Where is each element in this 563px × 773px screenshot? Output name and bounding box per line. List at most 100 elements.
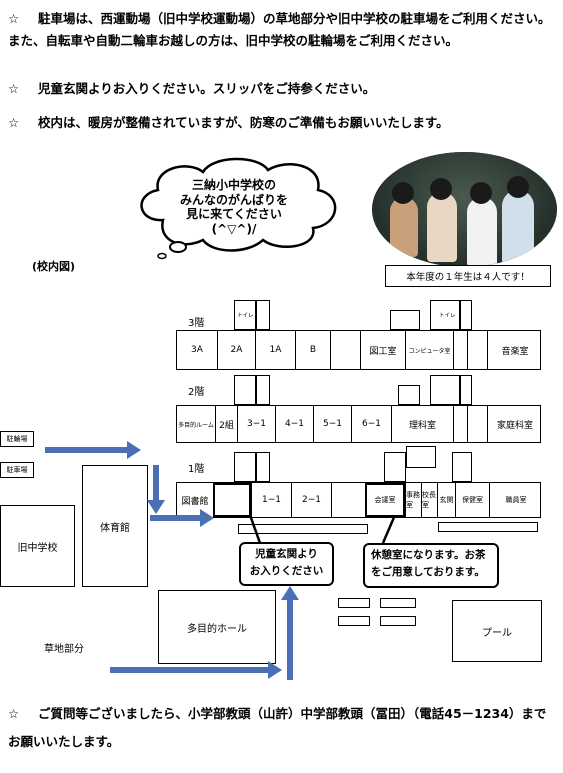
grass-area: 草地部分 (44, 644, 84, 655)
pool: プール (452, 600, 542, 662)
star-icon: ☆ (8, 11, 20, 26)
floor1-corridor: 図書館 1−1 2−1 会議室 事務室 校長室 玄関 保健室 職員室 (176, 482, 541, 518)
star-icon: ☆ (8, 81, 20, 96)
shoe-box-2 (438, 522, 538, 532)
room-3a: 3A (191, 345, 203, 355)
room-2-1: 2−1 (291, 483, 331, 517)
old-junior-high: 旧中学校 (0, 505, 75, 587)
room-homeec: 家庭科室 (487, 406, 542, 442)
stairs-1f-b (452, 452, 472, 482)
notice-text: 校内は、暖房が整備されていますが、防寒のご準備もお願いいたします。 (38, 115, 449, 130)
floor2-corridor: 多目的ルーム 2組 3−1 4−1 5−1 6−1 理科室 家庭科室 (176, 405, 541, 443)
callout-entrance: 児童玄関より お入りください (239, 542, 334, 586)
arrowhead-icon (127, 441, 141, 459)
stairs-3f (256, 300, 270, 330)
cloud-line: (^▽^)/ (211, 221, 257, 236)
room-3f-blank (330, 331, 360, 369)
room-3f-c (467, 331, 487, 369)
floor1-label: 1階 (188, 464, 205, 475)
small-box-1 (338, 598, 370, 608)
floor3-corridor: 3A 2A 1A B 図工室 コンピュータ室 音楽室 (176, 330, 541, 370)
stairs-1f (256, 452, 270, 482)
arrow-down (153, 465, 159, 503)
cloud-line: 三納小中学校の (191, 178, 276, 192)
arrow-right-top (45, 447, 131, 453)
bike-parking: 駐輪場 (0, 431, 34, 447)
notice-entrance: ☆ 児童玄関よりお入りください。スリッパをご持参ください。 (8, 78, 556, 100)
room-nurse: 保健室 (455, 483, 489, 517)
cloud-bubble (140, 157, 337, 260)
room-3f-a (453, 331, 467, 369)
cloud-line: 見に来てください (186, 207, 282, 221)
room-entrance (213, 483, 251, 517)
room-meeting: 会議室 (365, 483, 405, 517)
room-2f-c (467, 406, 487, 442)
notice-text: 駐車場は、西運動場（旧中学校運動場）の草地部分や旧中学校の駐車場をご利用ください… (8, 11, 551, 48)
parking-small: 駐車場 (0, 462, 34, 478)
toilet-2f (234, 375, 256, 405)
stairs-2f (256, 375, 270, 405)
star-icon: ☆ (8, 115, 20, 130)
toilet-1f (234, 452, 256, 482)
small-box-2 (380, 598, 416, 608)
room-3-1: 3−1 (237, 406, 275, 442)
room-science: 理科室 (391, 406, 453, 442)
notice-text: 児童玄関よりお入りください。スリッパをご持参ください。 (38, 81, 376, 96)
room-genkan: 玄関 (437, 483, 455, 517)
multipurpose-hall: 多目的ホール (158, 590, 276, 664)
floor2-label: 2階 (188, 387, 205, 398)
arrow-up (287, 600, 293, 680)
cloud-line: みんなのがんばりを (179, 192, 288, 207)
photo-caption: 本年度の１年生は４人です！ (385, 265, 551, 287)
arrow-right-bottom (110, 667, 270, 673)
small-box-4 (380, 616, 416, 626)
arrowhead-icon (147, 500, 165, 514)
room-5-1: 5−1 (313, 406, 351, 442)
map-title: (校内図) (32, 260, 76, 273)
notice-contact: ☆ご質問等ございましたら、小学部教頭（山許）中学部教頭（冨田）（電話45－123… (8, 700, 556, 756)
arrowhead-icon (200, 509, 214, 527)
room-1-1: 1−1 (251, 483, 291, 517)
callout-pointer (248, 515, 262, 544)
room-art: 図工室 (360, 331, 405, 369)
cloud-message: 三納小中学校の みんなのがんばりを 見に来てください (^▽^)/ (164, 178, 304, 236)
room-office: 事務室 (405, 483, 421, 517)
room-multipurpose: 多目的ルーム (178, 421, 214, 429)
stairs-2f-b (460, 375, 472, 405)
room-1f-small (406, 446, 436, 468)
toilet-1f-b (384, 452, 406, 482)
room-2a: 2A (217, 331, 255, 369)
arrowhead-icon (268, 661, 282, 679)
floor3-label: 3階 (188, 318, 205, 329)
room-1f-a (331, 483, 365, 517)
notice-parking: ☆駐車場は、西運動場（旧中学校運動場）の草地部分や旧中学校の駐車場をご利用くださ… (8, 8, 556, 52)
shoe-box-1 (238, 524, 368, 534)
class-photo (372, 152, 557, 267)
room-music: 音楽室 (487, 331, 542, 369)
room-6-1: 6−1 (351, 406, 391, 442)
room-2f-small (398, 385, 420, 405)
toilet-3f: トイレ (234, 300, 256, 330)
room-principal: 校長室 (421, 483, 437, 517)
toilet-2f-b (430, 375, 460, 405)
room-4-1: 4−1 (275, 406, 313, 442)
callout-pointer (381, 515, 397, 544)
room-library: 図書館 (181, 496, 209, 507)
stairs-3f-b (460, 300, 472, 330)
room-b: B (295, 331, 330, 369)
contact-text: ご質問等ございましたら、小学部教頭（山許）中学部教頭（冨田）（電話45－1234… (8, 706, 547, 749)
room-computer: コンピュータ室 (405, 331, 453, 369)
room-2kumi: 2組 (215, 406, 237, 442)
star-icon: ☆ (8, 706, 20, 721)
room-1a: 1A (255, 331, 295, 369)
room-2f-a (453, 406, 467, 442)
notice-heating: ☆ 校内は、暖房が整備されていますが、防寒のご準備もお願いいたします。 (8, 112, 556, 134)
small-box-3 (338, 616, 370, 626)
arrowhead-icon (281, 586, 299, 600)
arrow-right-entrance (150, 515, 202, 521)
callout-rest-room: 休憩室になります。お茶 をご用意しております。 (363, 543, 499, 588)
gymnasium: 体育館 (82, 465, 148, 587)
room-staff: 職員室 (489, 483, 542, 517)
toilet-3f-b: トイレ (430, 300, 460, 330)
room-3f-small (390, 310, 420, 330)
